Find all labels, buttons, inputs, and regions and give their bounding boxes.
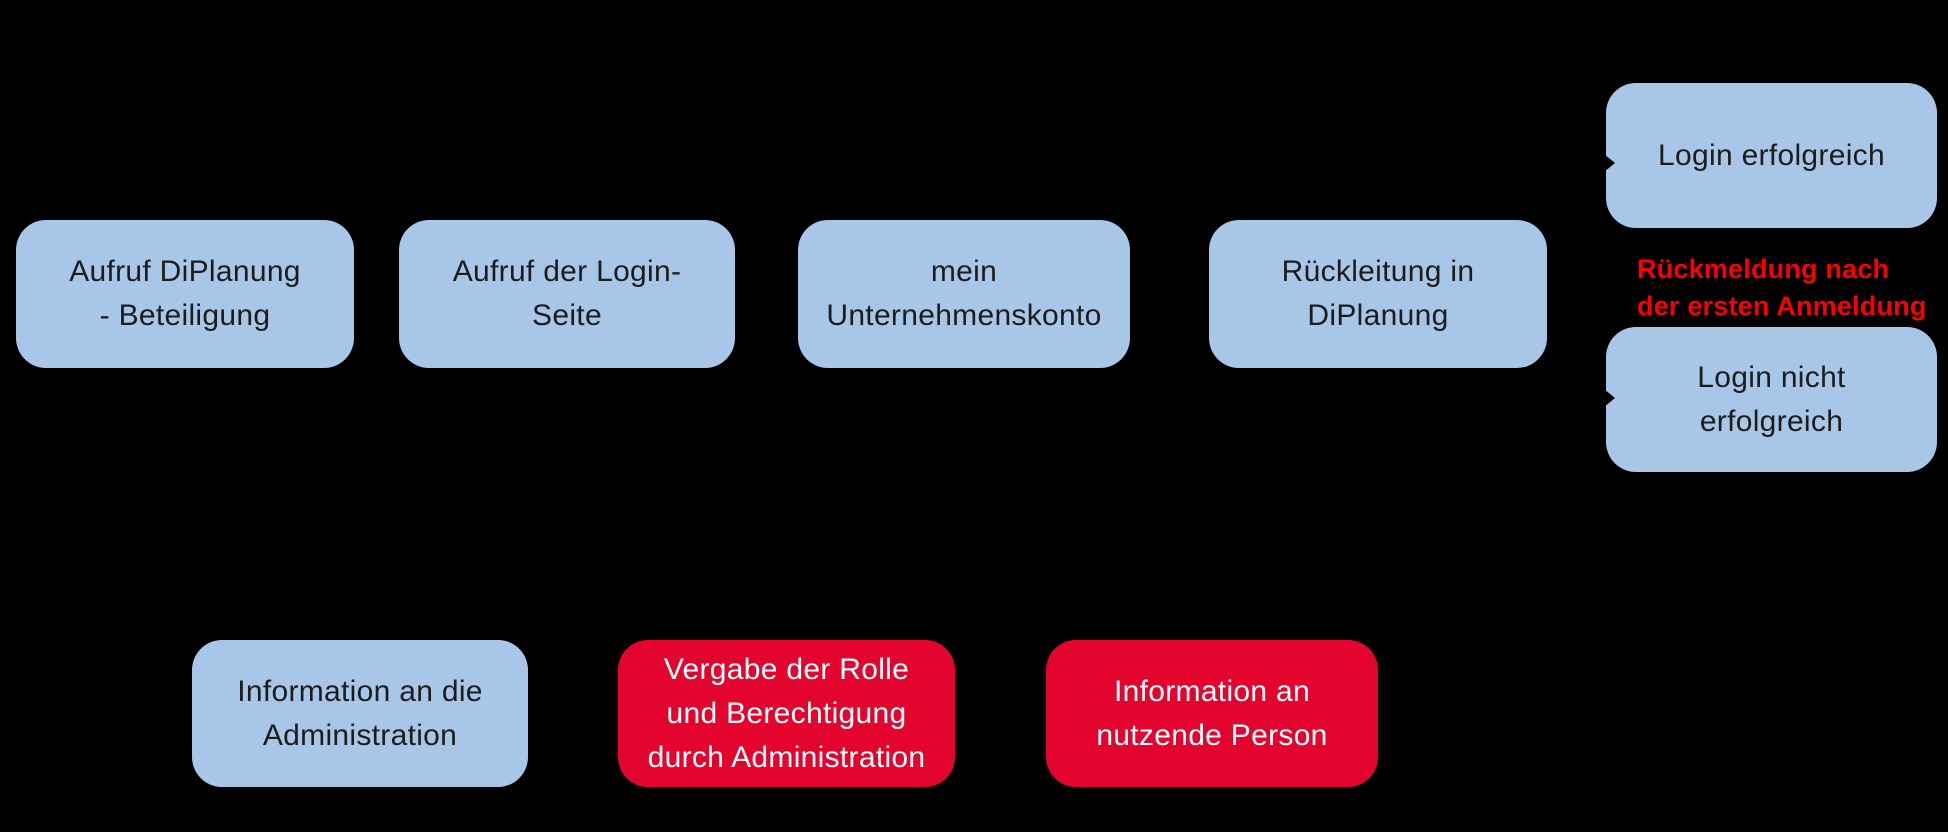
annotation-line: Rückmeldung nach bbox=[1637, 254, 1890, 284]
node-line: Login erfolgreich bbox=[1658, 138, 1885, 172]
node-line: - Beteiligung bbox=[99, 299, 271, 332]
node-line: DiPlanung bbox=[1307, 299, 1449, 332]
node-aufruf-login-seite: Aufruf der Login- Seite bbox=[399, 220, 735, 368]
annotation-rueckmeldung: Rückmeldung nach der ersten Anmeldung bbox=[1637, 251, 1927, 325]
node-aufruf-diplanung-beteiligung: Aufruf DiPlanung - Beteiligung bbox=[16, 220, 354, 368]
arrowhead-notch-icon bbox=[1604, 389, 1615, 407]
node-line: Aufruf DiPlanung bbox=[69, 255, 301, 288]
node-line: Information an die bbox=[237, 674, 483, 708]
node-line: Seite bbox=[532, 299, 602, 332]
node-information-nutzende-person: Information an nutzende Person bbox=[1046, 640, 1378, 787]
node-vergabe-rolle-berechtigung: Vergabe der Rolle und Berechtigung durch… bbox=[618, 640, 955, 787]
node-line: Unternehmenskonto bbox=[826, 299, 1102, 332]
node-line: nutzende Person bbox=[1096, 718, 1328, 752]
node-rueckleitung-diplanung: Rückleitung in DiPlanung bbox=[1209, 220, 1547, 368]
node-login-nicht-erfolgreich: Login nicht erfolgreich bbox=[1606, 327, 1937, 472]
node-line: Administration bbox=[262, 718, 458, 752]
node-login-erfolgreich: Login erfolgreich bbox=[1606, 83, 1937, 228]
node-line: durch Administration bbox=[647, 740, 926, 774]
node-line: Aufruf der Login- bbox=[452, 255, 682, 288]
node-line: erfolgreich bbox=[1699, 404, 1844, 438]
node-line: Login nicht bbox=[1697, 360, 1846, 394]
arrowhead-notch-icon bbox=[1604, 154, 1615, 172]
node-line: mein bbox=[930, 255, 998, 288]
node-line: Rückleitung in bbox=[1281, 255, 1475, 288]
node-line: und Berechtigung bbox=[666, 696, 907, 730]
node-mein-unternehmenskonto: mein Unternehmenskonto bbox=[798, 220, 1130, 368]
node-line: Information an bbox=[1114, 674, 1310, 708]
node-line: Vergabe der Rolle bbox=[663, 652, 910, 686]
node-information-administration: Information an die Administration bbox=[192, 640, 528, 787]
annotation-line: der ersten Anmeldung bbox=[1637, 291, 1927, 321]
